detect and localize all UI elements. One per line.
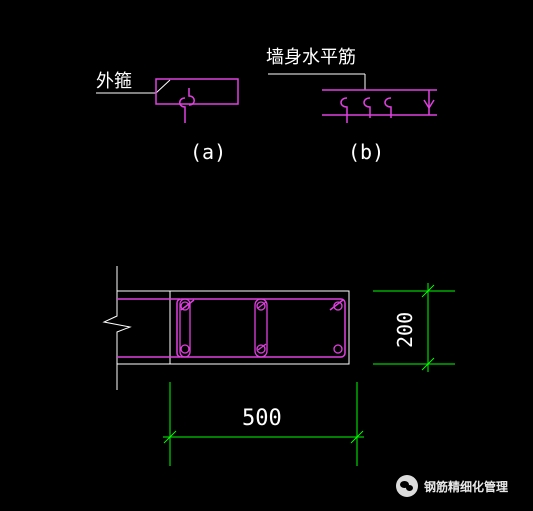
dim-tick-left <box>163 430 177 444</box>
dim-tick-top <box>421 284 435 298</box>
tie-hook-2 <box>363 97 371 118</box>
long-bar <box>256 301 266 311</box>
label-wall-horizontal-bar: 墙身水平筋 <box>266 47 356 68</box>
caption-a: (a) <box>190 140 226 164</box>
long-bar <box>333 301 343 311</box>
dim-tick-right <box>350 430 364 444</box>
column-outline <box>169 290 350 365</box>
long-bar <box>256 344 266 354</box>
caption-b: (b) <box>348 140 384 164</box>
dimension-width: 500 <box>163 382 364 466</box>
dim-text-500: 500 <box>242 406 282 431</box>
hoop-hook-right <box>329 299 344 311</box>
tie-hook-middle-top <box>257 301 267 309</box>
detail-b: 墙身水平筋 (b) <box>266 47 437 164</box>
long-bar <box>333 344 343 354</box>
watermark-text: 钢筋精细化管理 <box>424 479 509 494</box>
dimension-height: 200 <box>373 283 455 372</box>
hook-a <box>179 88 195 123</box>
detail-a: 外箍 (a) <box>96 71 239 164</box>
tie-hook-middle-bottom <box>257 343 267 351</box>
tie-hook-3 <box>384 97 392 118</box>
section-view <box>102 266 350 390</box>
inner-tie-left <box>179 298 191 358</box>
long-bar <box>180 301 190 311</box>
hoop-hook-left <box>180 299 195 311</box>
dim-text-200: 200 <box>393 312 417 348</box>
watermark: 钢筋精细化管理 <box>396 474 508 498</box>
long-bar <box>180 344 190 354</box>
hoop-rect-a <box>155 78 239 105</box>
tie-hook-1 <box>340 97 348 123</box>
wechat-icon <box>396 475 418 497</box>
label-outer-hoop: 外箍 <box>96 71 132 92</box>
dim-tick-bottom <box>421 357 435 371</box>
wall-bar-end-hook <box>423 99 435 110</box>
leader-tick-a <box>155 79 171 94</box>
wall-break-line <box>102 266 132 390</box>
inner-tie-middle <box>254 298 268 358</box>
